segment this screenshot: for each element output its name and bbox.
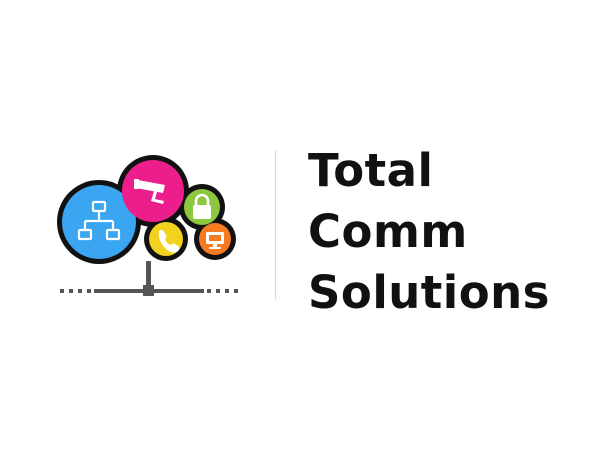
wordmark-line-1: Total (308, 144, 434, 197)
cloud-logo-mark (57, 155, 238, 296)
tree-trunk (94, 261, 204, 296)
monitor-icon (206, 232, 224, 249)
network-icon (77, 200, 121, 241)
divider (275, 150, 276, 300)
wordmark-line-3: Solutions (308, 266, 550, 319)
security-camera-icon (134, 179, 165, 204)
wordmark-line-2: Comm (308, 205, 468, 258)
lock-icon (193, 193, 211, 219)
phone-icon (158, 229, 180, 253)
ground-dots (60, 289, 238, 293)
brand-wordmark: Total Comm Solutions (308, 140, 550, 323)
